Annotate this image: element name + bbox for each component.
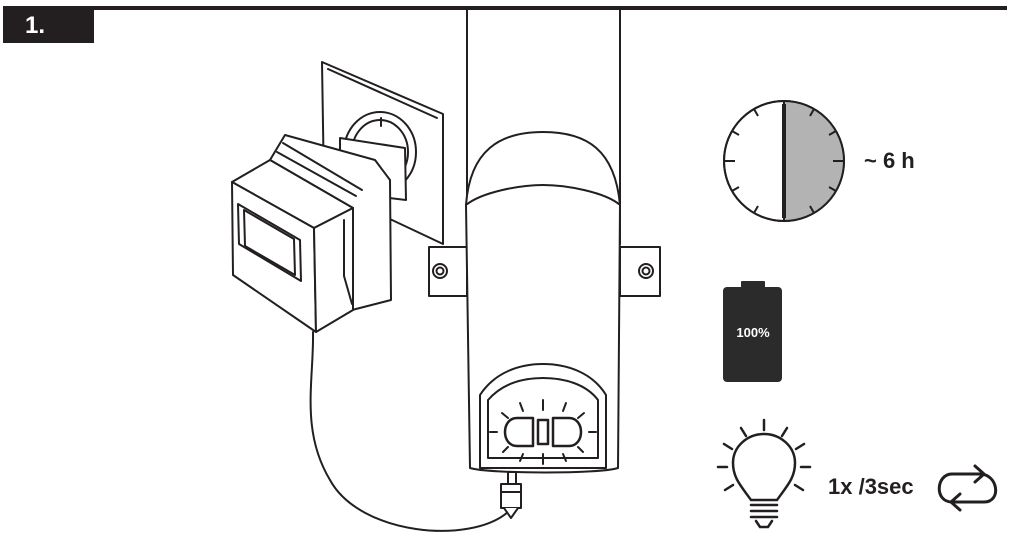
light-bulb-icon (716, 418, 812, 529)
charger-adapter (231, 134, 407, 333)
led-indicator (489, 399, 597, 465)
step-number: 1. (25, 12, 46, 39)
blink-interval-label: 1x /3sec (828, 474, 914, 499)
step-badge: 1. (3, 9, 94, 43)
charging-duration-label: ~ 6 h (864, 148, 915, 173)
charging-connector (500, 471, 522, 519)
charging-cable (309, 331, 509, 532)
mounting-bracket (428, 246, 661, 297)
battery-icon (723, 281, 782, 382)
repeat-icon (937, 464, 998, 512)
battery-level-label: 100% (736, 325, 770, 340)
clock-icon (723, 100, 845, 222)
top-rule (3, 6, 1007, 10)
device-body (465, 131, 621, 474)
